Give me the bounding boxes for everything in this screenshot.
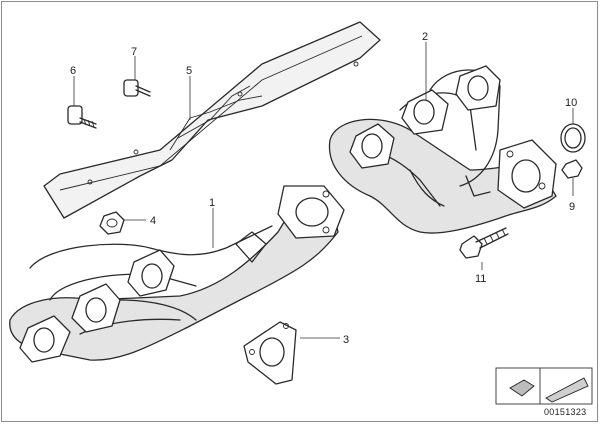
callout-7: 7 (131, 46, 137, 58)
nut-4 (99, 211, 125, 235)
callout-10: 10 (565, 97, 577, 109)
clip-icon (509, 379, 535, 397)
callout-2: 2 (422, 31, 428, 43)
bolt-6 (67, 105, 97, 129)
gasket-3 (243, 321, 297, 385)
bolt-11 (459, 227, 509, 259)
callout-4: 4 (150, 215, 156, 227)
document-number: 00151323 (544, 407, 586, 417)
callout-9: 9 (569, 201, 575, 213)
callout-11: 11 (475, 273, 486, 285)
exhaust-manifold-2 (328, 65, 557, 234)
leader-lines (73, 42, 574, 339)
callout-6: 6 (70, 65, 76, 77)
callout-1: 1 (209, 197, 215, 209)
nut-9 (561, 159, 583, 179)
exhaust-manifold-1 (9, 185, 345, 363)
bolt-7 (123, 79, 151, 97)
callout-5: 5 (186, 65, 192, 77)
shield-strip-icon (545, 377, 589, 403)
gasket-ring-10 (560, 123, 586, 153)
detail-inset (495, 367, 593, 405)
callout-3: 3 (343, 334, 349, 346)
heat-shield (43, 21, 381, 219)
